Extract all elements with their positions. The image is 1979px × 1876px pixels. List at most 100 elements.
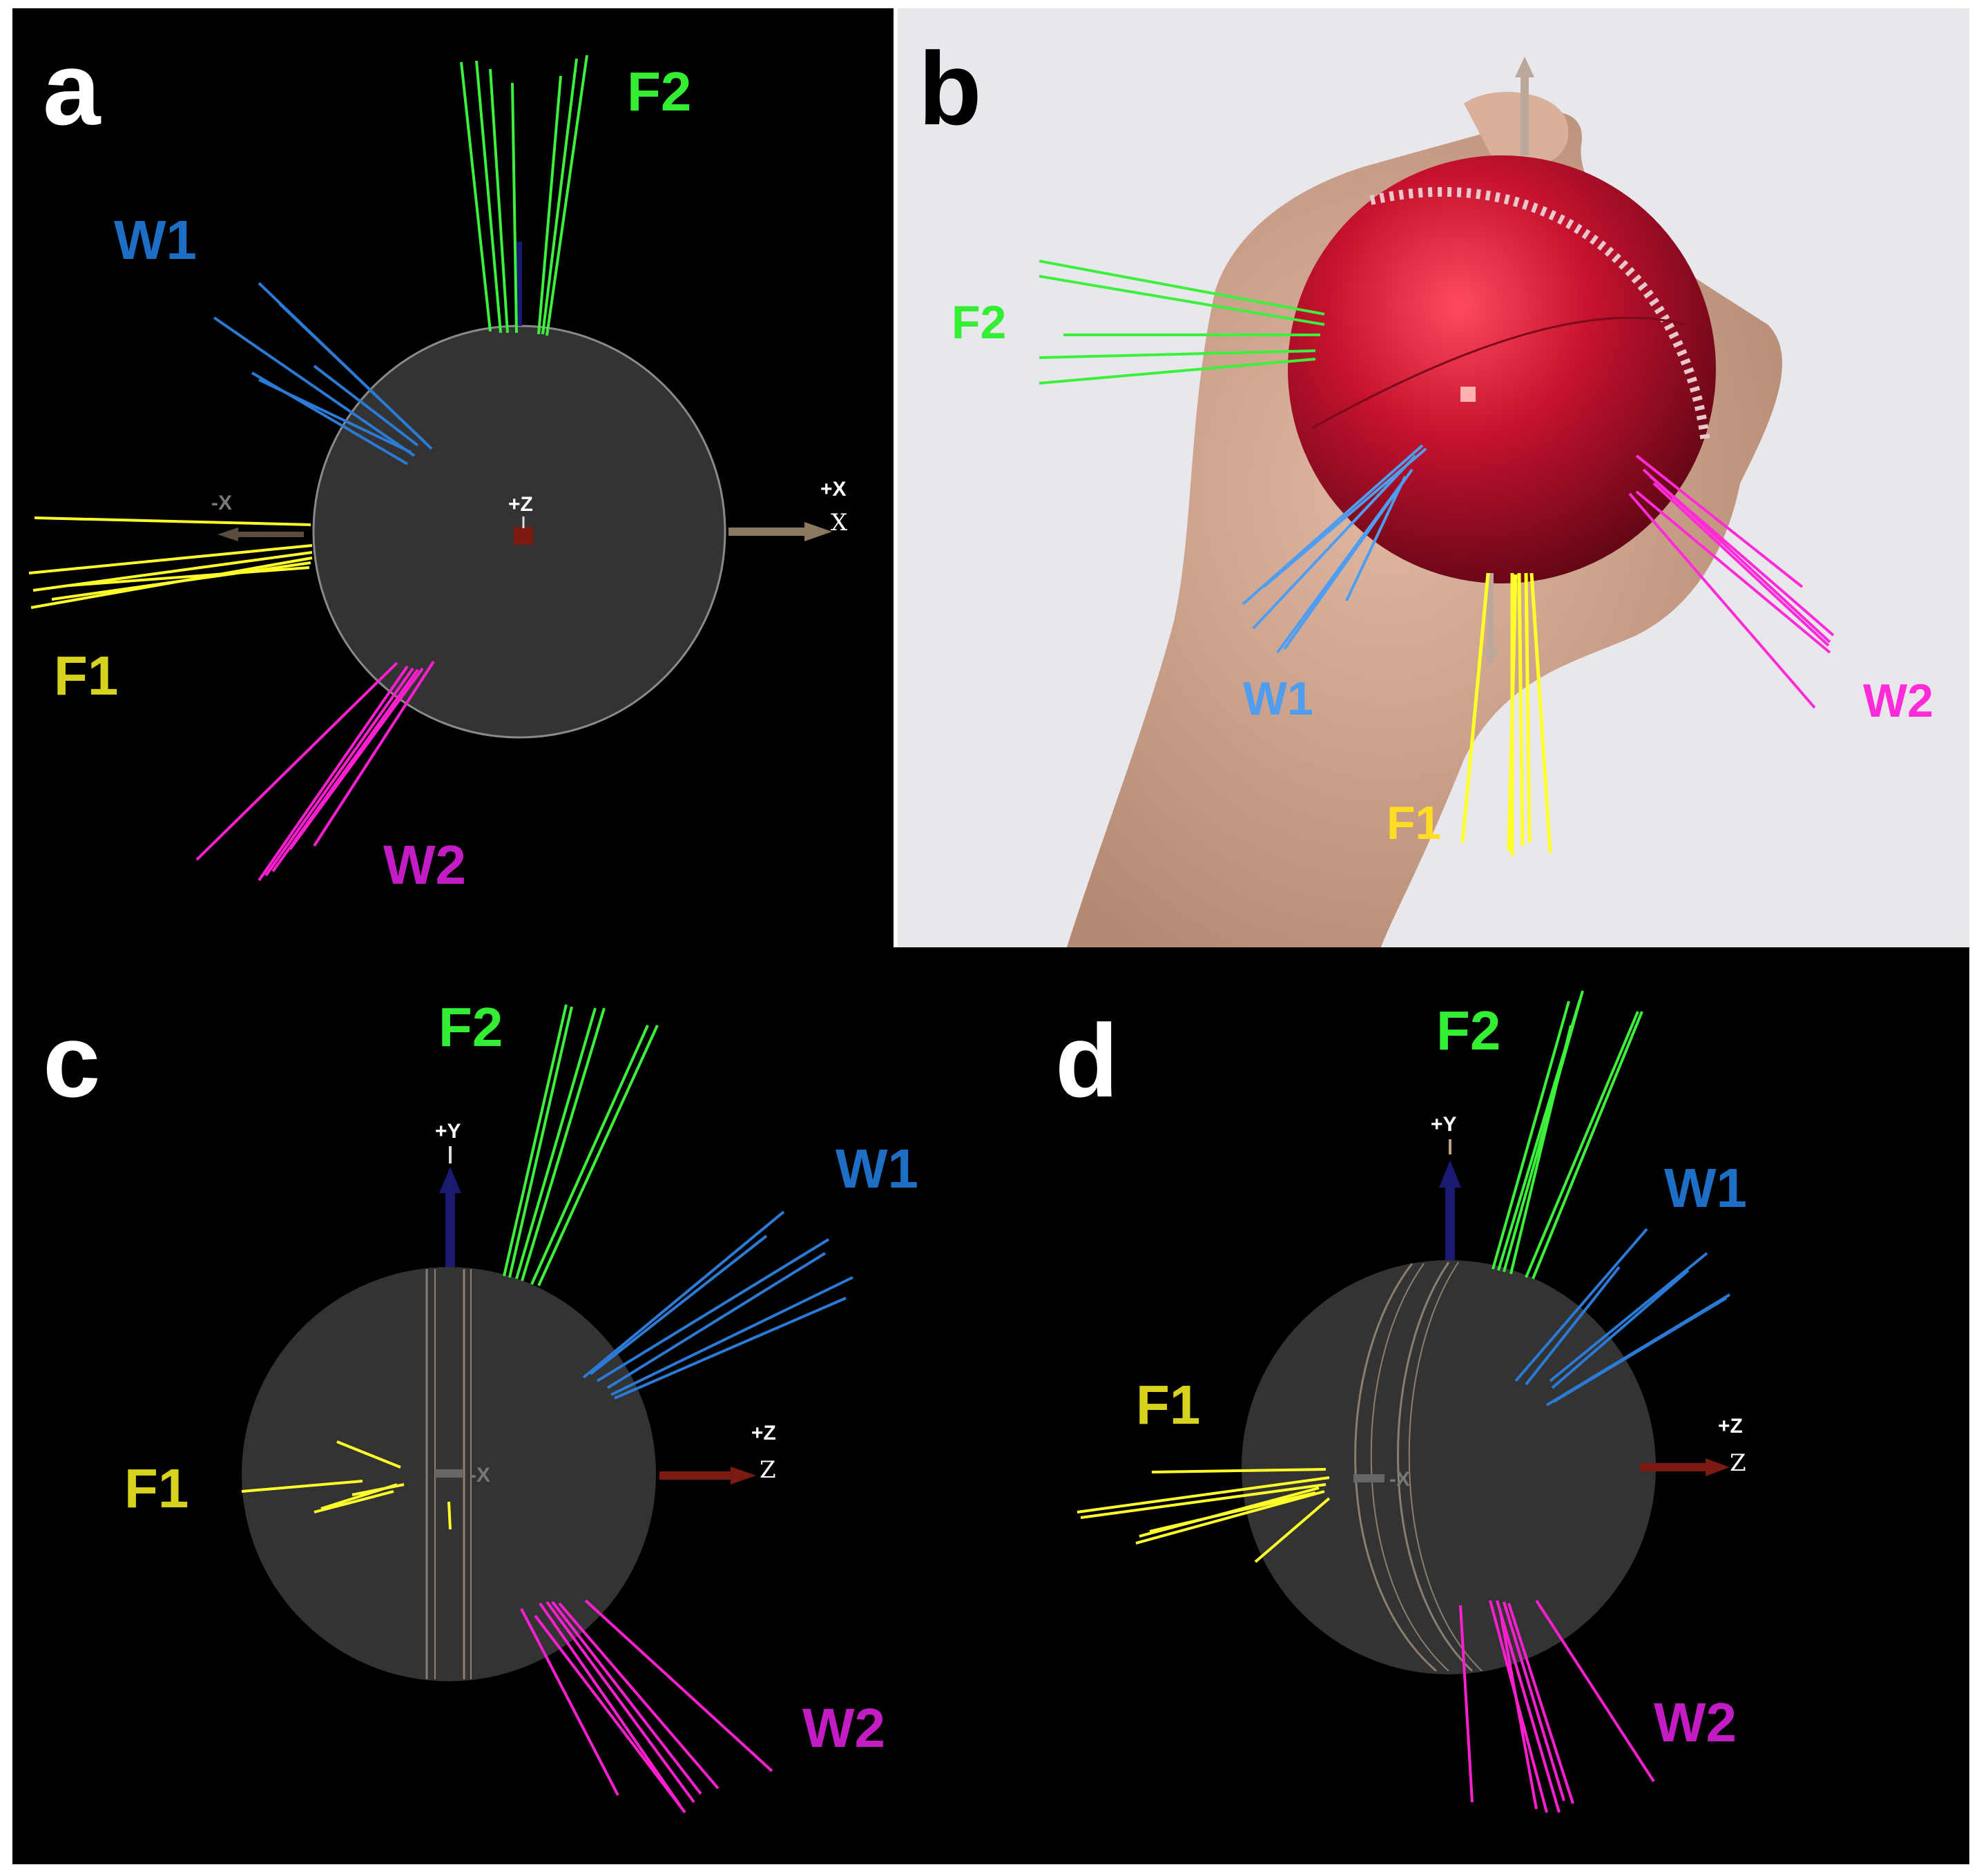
panel-a-f2-lines: [460, 55, 588, 336]
panel-c-f1-line: [336, 1440, 401, 1469]
panel-c-f2-line: [515, 1007, 597, 1279]
panel-b-w1-line: [1276, 482, 1403, 654]
panel-d-w2-label: W2: [1654, 1692, 1737, 1753]
panel-b: b F2 W1 F1 W2: [898, 8, 1969, 948]
panel-c-y-arrowhead: [439, 1167, 461, 1193]
panel-d-f1-lines: [1077, 1468, 1331, 1563]
panel-c-w1-line: [596, 1238, 830, 1382]
panel-a-f2-line: [537, 75, 562, 335]
panel-d-f2-line: [1509, 1025, 1572, 1275]
panel-a-neg-x-label: -X: [211, 492, 232, 514]
panel-a-f1-lines: [28, 516, 313, 609]
panel-d-w1-label: W1: [1664, 1157, 1747, 1219]
panel-d-w2-lines: [1459, 1599, 1655, 1813]
panel-d-y-arrowhead: [1439, 1160, 1461, 1188]
panel-c-w1-line: [589, 1235, 768, 1375]
panel-b-f2-line: [1039, 260, 1325, 316]
panel-d-f2-lines: [1492, 990, 1643, 1279]
panel-b-f1-line: [1517, 572, 1525, 847]
panel-d-seam-4: [1408, 1261, 1483, 1672]
panel-a-f2-label: F2: [627, 61, 691, 122]
panel-d-w1-line: [1525, 1266, 1621, 1386]
panel-c-f2-line: [521, 1007, 606, 1282]
panel-d: +Y +Z Z -X: [1055, 990, 1747, 1813]
panel-d-f2-label: F2: [1436, 1000, 1500, 1061]
panel-d-f1-line: [1151, 1468, 1326, 1473]
panel-b-w2-label: W2: [1863, 675, 1933, 727]
panel-c-f2-line: [508, 1006, 573, 1278]
panel-a-w2-line: [258, 665, 409, 882]
panel-b-f1-lines: [1460, 572, 1552, 856]
panel-a-f2-line: [511, 82, 518, 333]
panel-d-w2-line: [1535, 1599, 1655, 1783]
panel-b-f1-line: [1507, 574, 1518, 851]
panel-b-x-arrowhead: [1515, 57, 1534, 77]
panel-d-w1-line: [1551, 1269, 1690, 1389]
panel-c-f1-label: F1: [124, 1458, 189, 1519]
panel-b-f1-line: [1460, 572, 1490, 843]
panel-a-f1-line: [68, 566, 310, 587]
panel-a-w1-line: [313, 365, 419, 447]
panel-b-f2-line: [1039, 349, 1316, 359]
panel-a-label: a: [43, 30, 102, 146]
panel-b-f2-line: [1039, 358, 1316, 385]
panel-c-z-glyph: Z: [760, 1456, 776, 1484]
panel-d-pos-z-label: +Z: [1718, 1415, 1743, 1438]
panel-d-w1-line: [1549, 1252, 1708, 1382]
panel-a-pos-x-label: +X: [820, 478, 847, 501]
panel-c-label: c: [43, 1003, 100, 1119]
panel-a-f2-line: [489, 68, 509, 333]
panel-d-f2-line: [1532, 1011, 1643, 1279]
panel-d-w2-line: [1498, 1608, 1538, 1810]
panel-b-f1-label: F1: [1387, 797, 1441, 849]
panel-d-f1-line: [1080, 1483, 1326, 1519]
panel-a-f2-line: [546, 55, 588, 336]
panel-b-w1-line: [1345, 476, 1407, 601]
panel-d-f1-line: [1254, 1497, 1331, 1563]
panel-a-f2-line: [475, 60, 502, 333]
panel-b-w2-line: [1635, 490, 1831, 654]
panel-d-pos-y-label: +Y: [1431, 1113, 1457, 1136]
panel-c-f1-line: [313, 1490, 394, 1514]
panel-b-w2-lines: [1628, 454, 1835, 709]
panel-d-seam-1: [1354, 1263, 1437, 1672]
panel-c-f2-line: [537, 1025, 659, 1286]
panel-d-f1-line: [1077, 1476, 1330, 1514]
panel-a-w1-line: [213, 316, 416, 457]
panel-c-w1-line: [610, 1276, 853, 1396]
panel-d-z-glyph: Z: [1730, 1449, 1746, 1477]
panel-c-f2-line: [530, 1025, 649, 1285]
panel-a-f1-line: [28, 544, 313, 574]
panel-d-z-arrowhead: [1706, 1458, 1730, 1476]
panel-c-f1-line: [447, 1501, 452, 1530]
panel-a-w2-line: [289, 667, 424, 851]
panel-d-f1-line: [1149, 1491, 1316, 1533]
panel-d-neg-x-label: -X: [1389, 1468, 1410, 1491]
panel-c-f1-lines: [241, 1440, 452, 1530]
panel-c-w1-line: [614, 1297, 847, 1400]
panel-c-w2-line: [551, 1601, 702, 1795]
panel-d-w2-line: [1459, 1605, 1474, 1803]
panel-b-f2-label: F2: [952, 296, 1006, 349]
panel-d-f2-line: [1492, 1000, 1570, 1270]
panel-d-f2-line: [1503, 990, 1584, 1273]
panel-a-w2-line: [313, 660, 435, 847]
panel-b-neg-x-arrowhead: [1482, 648, 1498, 666]
panel-b-w1-line: [1252, 454, 1417, 630]
panel-b-f2-line: [1039, 275, 1325, 326]
panel-c-w2-line: [520, 1608, 619, 1796]
panel-c-w1-line: [582, 1210, 785, 1379]
panel-d-w1-line: [1514, 1228, 1648, 1382]
panel-d-w2-line: [1507, 1603, 1574, 1804]
panel-a-pos-x-arrowhead: [804, 522, 832, 541]
panel-b-w2-line: [1628, 492, 1816, 709]
panel-c-neg-x-marker: [435, 1469, 463, 1478]
panel-c-w2-line: [539, 1602, 682, 1807]
panel-a-w2-line: [195, 661, 398, 861]
panel-c-pos-z-label: +Z: [751, 1422, 776, 1444]
panel-d-neg-x-marker: [1353, 1474, 1384, 1482]
panel-b-w2-line: [1635, 454, 1804, 588]
panel-a-z-marker: [514, 527, 533, 545]
panel-b-thumb: [1464, 92, 1569, 170]
